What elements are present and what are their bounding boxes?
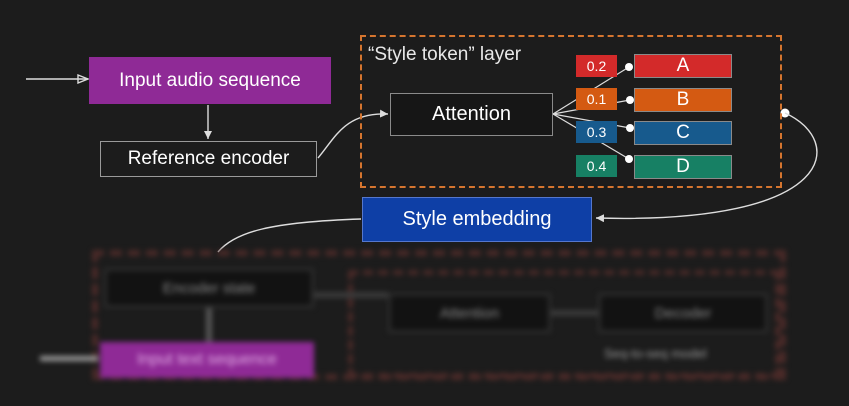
style-embedding-box: Style embedding (362, 197, 592, 242)
obscured-encoder-box: Encoder state (104, 268, 314, 308)
token-c-weight: 0.3 (576, 121, 617, 143)
input-audio-sequence-label: Input audio sequence (119, 69, 301, 91)
frame-to-embedding-curve (595, 112, 818, 223)
token-a-label: A (676, 55, 690, 76)
encoder-to-attention-curve (317, 109, 389, 159)
token-a-weight: 0.2 (576, 55, 617, 77)
obscured-inner-frame (348, 270, 780, 378)
obscured-input-text-label: Input text sequence (137, 351, 277, 368)
obscured-decoder-box: Decoder (598, 293, 768, 333)
attention-label: Attention (432, 103, 511, 125)
obscured-connector-1 (314, 292, 388, 298)
embedding-to-encoder-curve (217, 218, 362, 253)
token-b-label: B (676, 89, 690, 110)
attn-dot-b (626, 96, 634, 104)
token-b: B (634, 88, 732, 112)
attn-dot-a (625, 63, 633, 71)
obscured-attention-box: Attention (388, 293, 551, 333)
input-audio-sequence-box: Input audio sequence (89, 57, 331, 104)
token-d: D (634, 155, 732, 179)
obscured-connector-2 (551, 310, 598, 316)
token-a-weight-value: 0.2 (586, 58, 607, 74)
token-b-weight-value: 0.1 (586, 91, 607, 107)
obscured-encoder-label: Encoder state (162, 279, 256, 297)
token-c: C (634, 121, 732, 145)
token-d-weight-value: 0.4 (586, 158, 607, 174)
obscured-input-text-box: Input text sequence (100, 342, 314, 378)
obscured-attention-label: Attention (439, 304, 500, 322)
token-d-weight: 0.4 (576, 155, 617, 177)
reference-encoder-box: Reference encoder (100, 141, 317, 177)
token-b-weight: 0.1 (576, 88, 617, 110)
obscured-connector-3 (206, 308, 212, 342)
attn-dot-c (626, 124, 634, 132)
style-token-layer-title: “Style token” layer (368, 44, 522, 65)
token-a: A (634, 54, 732, 78)
attn-dot-d (625, 155, 633, 163)
style-embedding-label: Style embedding (402, 208, 552, 230)
token-c-label: C (676, 122, 690, 143)
attention-box: Attention (390, 93, 553, 136)
style-token-layer-frame (360, 35, 782, 188)
obscured-input-arrow (40, 356, 98, 361)
obscured-decoder-label: Decoder (654, 304, 712, 322)
reference-encoder-label: Reference encoder (127, 148, 290, 169)
token-c-weight-value: 0.3 (586, 124, 607, 140)
token-d-label: D (676, 156, 690, 177)
obscured-caption: Seq-to-seq model (604, 346, 707, 361)
